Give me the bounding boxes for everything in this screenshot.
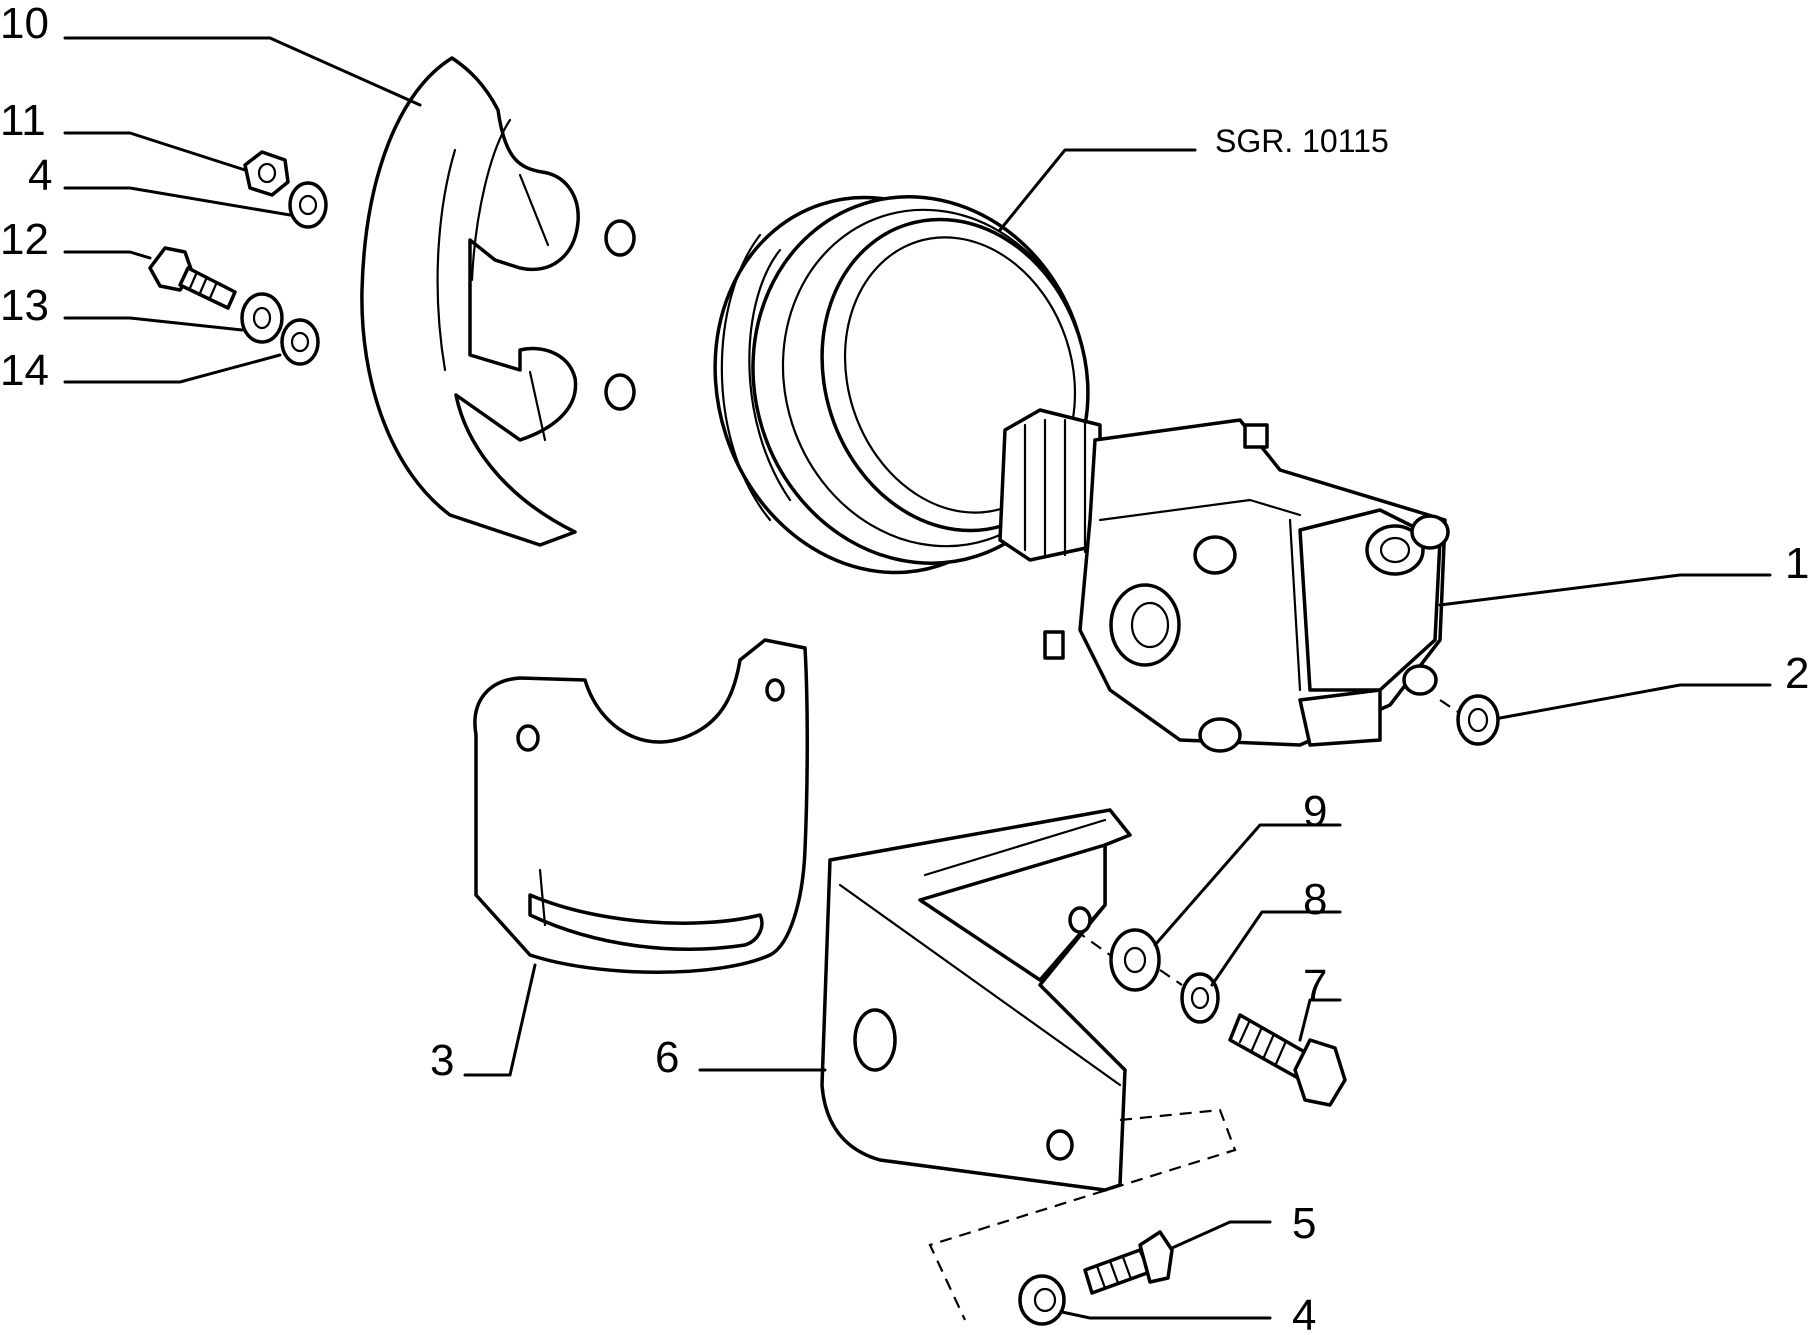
washer-part-14 bbox=[280, 318, 320, 366]
callout-3: 3 bbox=[430, 1036, 454, 1085]
pulley-guard-part-10 bbox=[360, 56, 636, 547]
callout-10: 10 bbox=[0, 0, 49, 48]
callout-9: 9 bbox=[1303, 787, 1327, 836]
nut-part-11 bbox=[243, 150, 290, 197]
leader-lines bbox=[63, 36, 1772, 1320]
callout-6: 6 bbox=[655, 1033, 679, 1082]
mounting-bracket-part-6 bbox=[820, 808, 1237, 1321]
washer-part-4-top bbox=[288, 181, 328, 229]
lock-washer-part-13 bbox=[240, 292, 284, 344]
callout-1: 1 bbox=[1785, 539, 1809, 588]
washer-part-4-bottom bbox=[1018, 1274, 1066, 1326]
callout-4-top: 4 bbox=[28, 151, 52, 200]
callout-2: 2 bbox=[1785, 649, 1809, 698]
callout-11: 11 bbox=[0, 96, 46, 145]
callout-8: 8 bbox=[1303, 875, 1327, 924]
callout-7: 7 bbox=[1303, 961, 1327, 1010]
callout-4-bottom: 4 bbox=[1292, 1291, 1316, 1335]
washer-part-2 bbox=[1439, 694, 1500, 746]
bolt-part-7 bbox=[1228, 1013, 1347, 1107]
lock-washer-part-8 bbox=[1159, 969, 1220, 1024]
callout-12: 12 bbox=[0, 215, 49, 264]
callout-14: 14 bbox=[0, 346, 49, 395]
callout-13: 13 bbox=[0, 281, 49, 330]
callout-5: 5 bbox=[1292, 1199, 1316, 1248]
bolt-part-12 bbox=[148, 246, 237, 310]
power-steering-pump-part-1 bbox=[998, 408, 1450, 753]
reference-label: SGR. 10115 bbox=[1215, 123, 1389, 159]
bolt-part-5 bbox=[1083, 1230, 1174, 1295]
bracket-plate-part-3 bbox=[473, 638, 809, 974]
washer-part-9 bbox=[1109, 928, 1161, 992]
